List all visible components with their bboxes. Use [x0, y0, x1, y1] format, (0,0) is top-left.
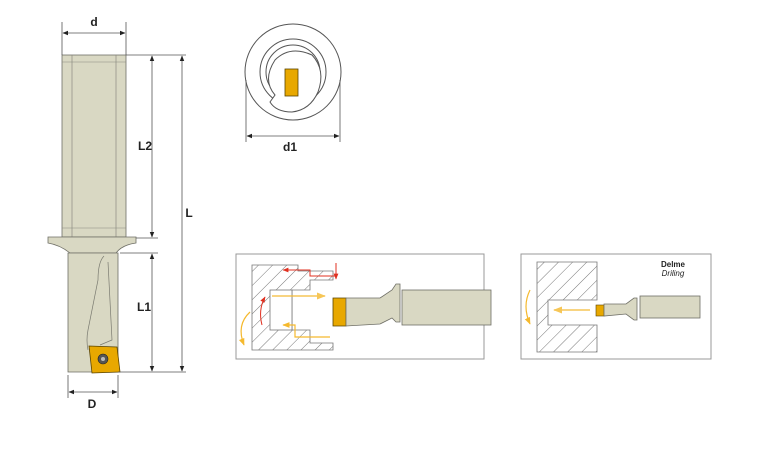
panel-title: Delme	[661, 260, 686, 269]
insert-icon	[88, 345, 121, 374]
label-D: D	[88, 397, 97, 411]
dimension-lines	[61, 22, 186, 398]
workpiece	[536, 261, 598, 353]
drill-flange	[47, 236, 137, 254]
drill-shank	[61, 54, 127, 238]
label-d1: d1	[283, 140, 297, 154]
drill-side-view	[47, 54, 137, 374]
application-panel-drilling: Delme Driling	[520, 253, 712, 360]
application-panel-step-drilling	[235, 253, 492, 360]
label-L: L	[185, 206, 192, 220]
panel-subtitle: Driling	[662, 269, 685, 278]
drill-top-view	[244, 23, 342, 142]
label-L2: L2	[138, 139, 152, 153]
label-L1: L1	[137, 300, 151, 314]
label-d: d	[90, 15, 97, 29]
insert-icon	[284, 68, 299, 97]
